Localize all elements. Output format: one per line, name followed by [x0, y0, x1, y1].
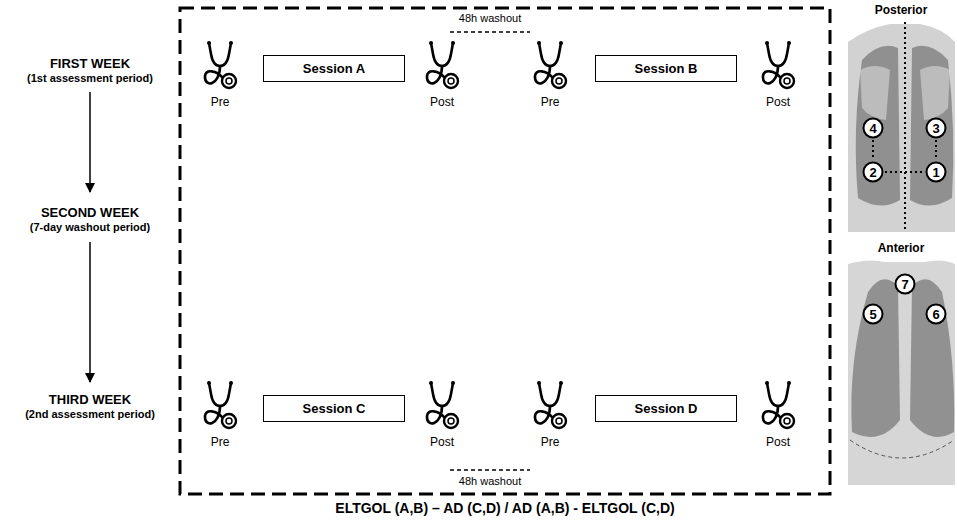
session-box: Session D	[595, 395, 737, 422]
washout-line	[450, 469, 530, 471]
callout-number: 3	[925, 121, 947, 136]
timepoint-label: Pre	[211, 435, 230, 449]
session-box: Session C	[263, 395, 405, 422]
lung-shape	[910, 279, 954, 437]
view-label: Posterior	[875, 3, 928, 17]
callout-number: 2	[862, 165, 884, 180]
dotted-connector	[885, 171, 924, 173]
callout-circle: 4	[862, 117, 884, 139]
washout-label: 48h washout	[459, 12, 521, 25]
scapula-shape	[860, 66, 890, 120]
stethoscope-icon	[427, 41, 458, 88]
back-silhouette	[848, 24, 955, 232]
stethoscope-icon	[205, 381, 236, 428]
timepoint-label: Post	[766, 435, 790, 449]
timepoint-label: Pre	[211, 95, 230, 109]
timepoint-label: Post	[430, 435, 454, 449]
session-label: Session A	[303, 61, 365, 76]
timepoint-label: Pre	[541, 435, 560, 449]
session-box: Session A	[263, 55, 405, 82]
week-arrow	[89, 92, 91, 192]
timepoint-label: Post	[766, 95, 790, 109]
spine-line	[904, 22, 906, 230]
session-box: Session B	[595, 55, 737, 82]
washout-label: 48h washout	[459, 475, 521, 488]
stethoscope-icon	[427, 381, 458, 428]
callout-number: 4	[862, 121, 884, 136]
week-label: (1st assessment period)	[27, 72, 153, 85]
lung-shape	[910, 46, 953, 206]
session-label: Session D	[635, 401, 698, 416]
callout-number: 7	[894, 277, 916, 292]
callout-number: 6	[925, 307, 947, 322]
callout-circle: 1	[925, 161, 947, 183]
view-label: Anterior	[878, 241, 925, 255]
week-label: FIRST WEEK	[50, 56, 130, 72]
stethoscope-icon	[763, 41, 794, 88]
stethoscope-icon	[535, 381, 566, 428]
callout-number: 5	[862, 307, 884, 322]
lung-shape	[856, 46, 900, 206]
sequence-label: ELTGOL (A,B) – AD (C,D) / AD (A,B) - ELT…	[335, 500, 674, 517]
stethoscope-icons	[205, 41, 794, 428]
anterior-torso	[848, 260, 955, 485]
dotted-connector	[872, 140, 874, 160]
scapula-shape	[920, 66, 950, 120]
week-label: (2nd assessment period)	[25, 408, 155, 421]
posterior-torso	[848, 22, 955, 232]
timepoint-label: Pre	[541, 95, 560, 109]
session-label: Session B	[635, 61, 698, 76]
stethoscope-icon	[535, 41, 566, 88]
week-label: SECOND WEEK	[41, 205, 139, 221]
chest-silhouette	[848, 260, 955, 485]
callout-number: 1	[925, 165, 947, 180]
callout-circle: 3	[925, 117, 947, 139]
callout-circle: 2	[862, 161, 884, 183]
week-arrow	[89, 242, 91, 382]
lung-shape	[851, 279, 900, 437]
diaphragm-line	[850, 440, 954, 458]
dotted-connector	[935, 140, 937, 160]
callout-circle: 6	[925, 303, 947, 325]
timepoint-label: Post	[430, 95, 454, 109]
stethoscope-icon	[763, 381, 794, 428]
washout-line	[450, 31, 530, 33]
session-label: Session C	[303, 401, 366, 416]
callout-circle: 5	[862, 303, 884, 325]
week-label: (7-day washout period)	[30, 221, 150, 234]
callout-circle: 7	[894, 273, 916, 295]
stethoscope-icon	[205, 41, 236, 88]
week-label: THIRD WEEK	[49, 392, 131, 408]
study-frame	[180, 8, 830, 494]
